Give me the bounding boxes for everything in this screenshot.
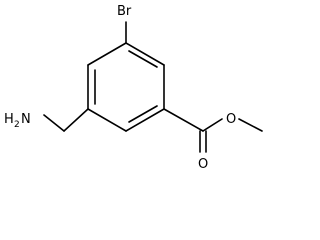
ring-double-bond-inner-2 — [128, 105, 158, 123]
ring-bond-c4-c5 — [87, 108, 127, 132]
bond-carbonyl-c-ester-o — [202, 118, 223, 132]
benzene-ring — [87, 42, 165, 132]
structure-canvas: Br H 2 N O O — [4, 4, 263, 172]
ring-double-bond-inner-1 — [128, 50, 158, 68]
ring-bond-c6-c1 — [87, 42, 127, 66]
bromine-label: Br — [117, 4, 132, 19]
ring-bond-c3-c4 — [125, 108, 165, 132]
bond-ester-o-methyl — [238, 118, 263, 132]
ester-oxygen-label: O — [226, 112, 236, 127]
amine-n-label: N — [21, 112, 31, 127]
bond-ring-carbonyl-c — [163, 108, 204, 132]
amine-h-label: H — [4, 112, 14, 127]
bond-ring-ch2 — [63, 108, 89, 132]
bond-ch2-n — [43, 114, 65, 132]
molecule-structure: Br H 2 N O O — [4, 4, 263, 172]
ring-bond-c1-c2 — [125, 42, 165, 66]
amine-subscript-label: 2 — [14, 120, 20, 130]
carbonyl-oxygen-label: O — [198, 157, 208, 172]
